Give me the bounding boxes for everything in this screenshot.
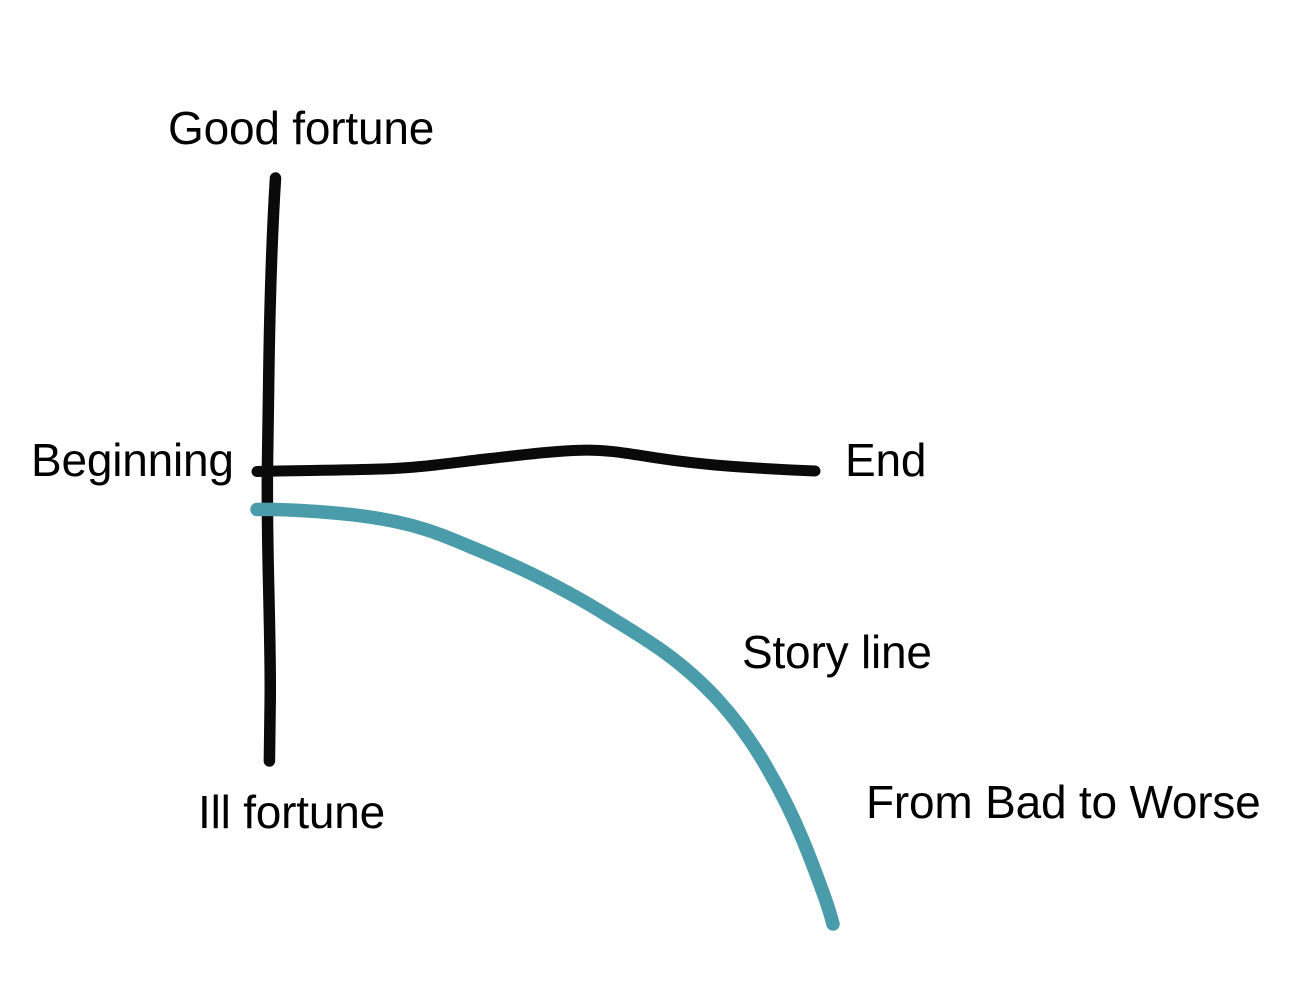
label-good-fortune: Good fortune	[168, 102, 435, 154]
story-line-curve	[250, 502, 840, 931]
y-axis-line	[261, 172, 282, 767]
label-story-line: Story line	[742, 626, 932, 678]
label-ill-fortune: Ill fortune	[198, 786, 386, 838]
label-beginning: Beginning	[31, 434, 234, 486]
x-axis-line	[251, 444, 821, 477]
label-end: End	[845, 434, 927, 486]
label-from-bad-to-worse: From Bad to Worse	[866, 776, 1261, 828]
